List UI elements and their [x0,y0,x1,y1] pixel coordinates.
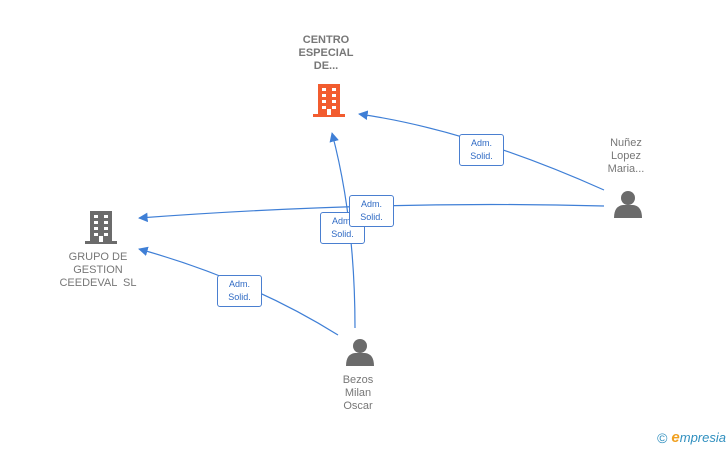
edge-badge-nunez-grupo[interactable]: Adm. Solid. [349,195,394,227]
badge-line: Solid. [470,151,493,161]
badge-line: Adm. [470,138,492,148]
label-line: GESTION [73,264,123,276]
label-line: Bezos [342,374,374,386]
badge-line: Adm. [228,279,250,289]
badge-line: Solid. [331,229,354,239]
copyright-symbol: © [657,429,668,446]
building-icon[interactable] [85,211,117,244]
label-line: Maria... [607,163,645,175]
label-line: CEEDEVAL SL [59,277,137,289]
node-label-nunez[interactable]: Nuñez Lopez Maria... [586,137,666,176]
badge-line: Solid. [228,292,251,302]
person-icon[interactable] [614,191,642,218]
person-icon[interactable] [346,339,374,366]
brand-footer: © e mpresia [657,429,726,446]
label-line: Lopez [611,150,641,162]
label-line: ESPECIAL [298,47,354,59]
label-line: DE... [313,60,339,72]
label-line: Nuñez [610,137,642,149]
brand-initial: e [671,429,680,446]
badge-line: Solid. [360,212,383,222]
node-label-grupo[interactable]: GRUPO DE GESTION CEEDEVAL SL [48,251,148,290]
building-icon[interactable] [313,84,345,117]
brand-name: mpresia [679,430,726,445]
edge-badge-nunez-centro[interactable]: Adm. Solid. [459,134,504,166]
edge-badge-bezos-grupo[interactable]: Adm. Solid. [217,275,262,307]
badge-line: Adm. [360,199,382,209]
badge-line: Adm. [331,216,353,226]
node-label-centro[interactable]: CENTRO ESPECIAL DE... [276,34,376,73]
node-label-bezos[interactable]: Bezos Milan Oscar [318,374,398,413]
label-line: GRUPO DE [68,251,128,263]
label-line: CENTRO [302,34,350,46]
label-line: Oscar [343,400,373,412]
label-line: Milan [344,387,372,399]
